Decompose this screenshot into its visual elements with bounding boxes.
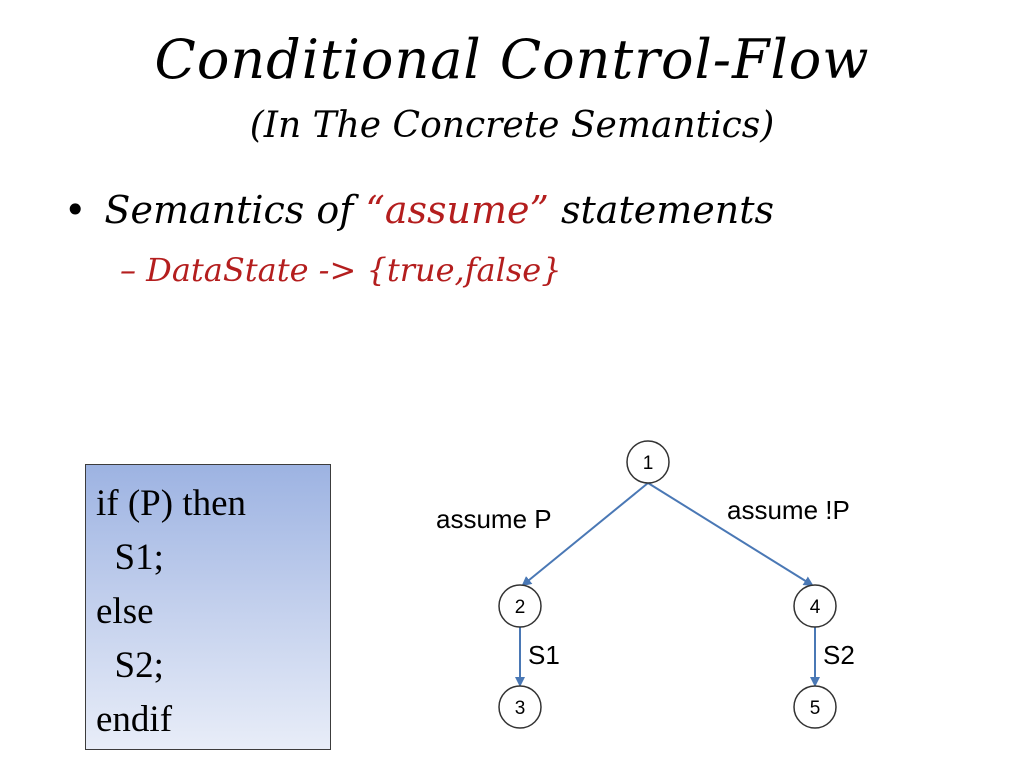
- edge-1-4: [647, 482, 814, 587]
- bullet-marker: •: [64, 188, 87, 232]
- code-line: S2;: [96, 645, 164, 686]
- edge-label-assume-p: assume P: [436, 504, 552, 534]
- slide-title: Conditional Control-Flow: [154, 28, 870, 91]
- graph-node-1: 1: [626, 440, 670, 484]
- edge-label-s2: S2: [823, 640, 855, 670]
- subbullet-item: – DataState -> {true,false}: [120, 251, 562, 289]
- bullet-suffix: statements: [548, 188, 774, 232]
- code-line: else: [96, 591, 154, 632]
- node-label: 3: [515, 698, 526, 719]
- graph-node-4: 4: [793, 584, 837, 628]
- bullet-item: • Semantics of “assume” statements: [64, 186, 774, 234]
- edge-1-2: [521, 482, 649, 587]
- slide-subtitle: (In The Concrete Semantics): [249, 105, 775, 146]
- node-label: 4: [810, 597, 821, 618]
- node-label: 1: [643, 453, 654, 474]
- node-label: 5: [810, 698, 821, 719]
- graph-node-3: 3: [498, 685, 542, 729]
- edge-label-assume-not-p: assume !P: [727, 495, 850, 525]
- edge-label-s1: S1: [528, 640, 560, 670]
- bullet-highlight: “assume”: [365, 188, 549, 232]
- bullet-prefix: Semantics of: [104, 188, 366, 232]
- node-label: 2: [515, 597, 526, 618]
- code-line: S1;: [96, 537, 164, 578]
- code-line: if (P) then: [96, 483, 247, 524]
- graph-node-5: 5: [793, 685, 837, 729]
- code-box: if (P) then S1; else S2; endif: [85, 464, 331, 750]
- code-line: endif: [96, 699, 173, 740]
- graph-node-2: 2: [498, 584, 542, 628]
